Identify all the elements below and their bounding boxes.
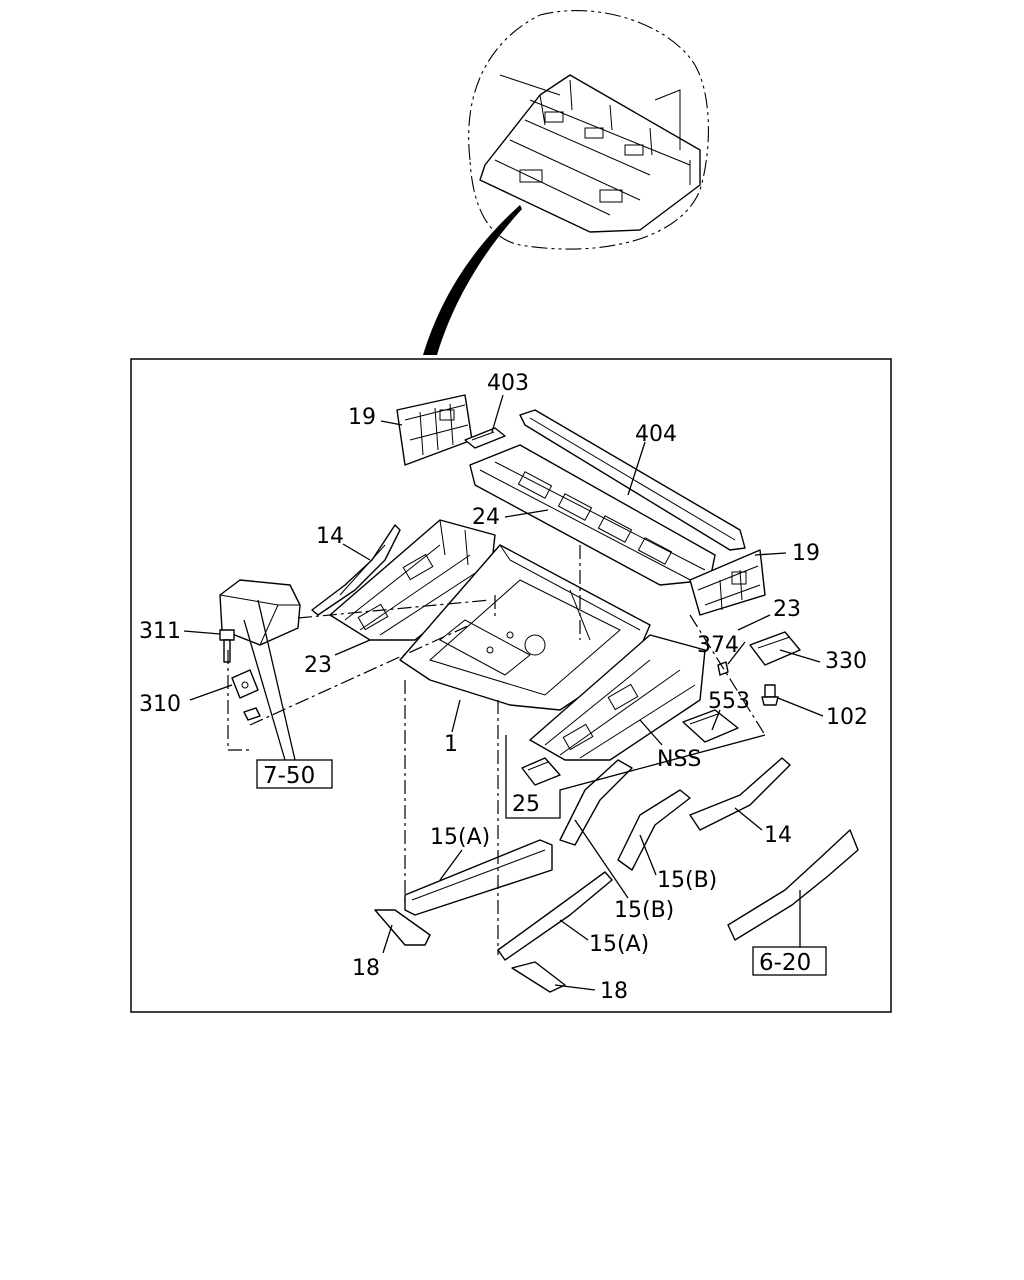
label-23-right: 23 (773, 597, 801, 622)
callout-labels: 403 19 404 24 14 19 23 311 374 330 23 31… (139, 371, 868, 1004)
label-23-left: 23 (304, 653, 332, 678)
part-6-20-frame (727, 829, 859, 941)
label-14-left: 14 (316, 524, 344, 549)
label-15B-lower: 15(B) (614, 898, 674, 923)
part-24 (469, 444, 716, 586)
part-330 (749, 631, 801, 666)
part-25-bracket-outline (505, 734, 766, 819)
label-24: 24 (472, 505, 500, 530)
leader-lines (183, 394, 824, 991)
label-19-left: 19 (348, 405, 376, 430)
part-14-right (689, 757, 791, 831)
part-15B-right (617, 789, 691, 871)
label-310: 310 (139, 692, 181, 717)
part-19-right (689, 549, 766, 616)
label-404: 404 (635, 422, 677, 447)
label-553: 553 (708, 689, 750, 714)
label-18-left: 18 (352, 956, 380, 981)
diagram-frame (130, 358, 892, 1013)
part-25 (521, 757, 561, 786)
part-553 (682, 709, 739, 743)
label-330: 330 (825, 649, 867, 674)
label-14-right: 14 (764, 823, 792, 848)
part-310 (231, 669, 259, 699)
part-403 (464, 427, 506, 449)
part-15A-lower (497, 871, 613, 961)
assembly-lines (227, 545, 766, 955)
part-311 (219, 629, 235, 663)
label-18-right: 18 (600, 979, 628, 1004)
ref-label-7-50: 7-50 (263, 763, 315, 789)
part-14-left (311, 524, 401, 616)
label-1: 1 (444, 732, 458, 757)
label-311: 311 (139, 619, 181, 644)
label-15A-upper: 15(A) (430, 825, 490, 850)
label-19-right: 19 (792, 541, 820, 566)
part-19-left (396, 394, 473, 466)
overview-floor (479, 74, 701, 233)
part-102 (761, 684, 779, 706)
part-15A-upper (404, 839, 553, 916)
part-18-right (511, 961, 566, 993)
overview-pointer (423, 205, 522, 355)
ref-label-6-20: 6-20 (759, 950, 811, 976)
label-NSS: NSS (657, 747, 701, 772)
vehicle-overview-inset (423, 10, 709, 355)
battery-nut (243, 707, 261, 721)
label-374: 374 (697, 633, 739, 658)
part-18-left (374, 909, 431, 946)
label-15B-right: 15(B) (657, 868, 717, 893)
ref-box-7-50 (256, 759, 333, 789)
part-23-right (529, 634, 706, 761)
part-15B-upper (559, 759, 633, 846)
label-102: 102 (826, 705, 868, 730)
overview-outline (468, 10, 709, 250)
label-25: 25 (512, 792, 540, 817)
label-15A-lower: 15(A) (589, 932, 649, 957)
label-403: 403 (487, 371, 529, 396)
ref-box-6-20 (752, 946, 827, 976)
